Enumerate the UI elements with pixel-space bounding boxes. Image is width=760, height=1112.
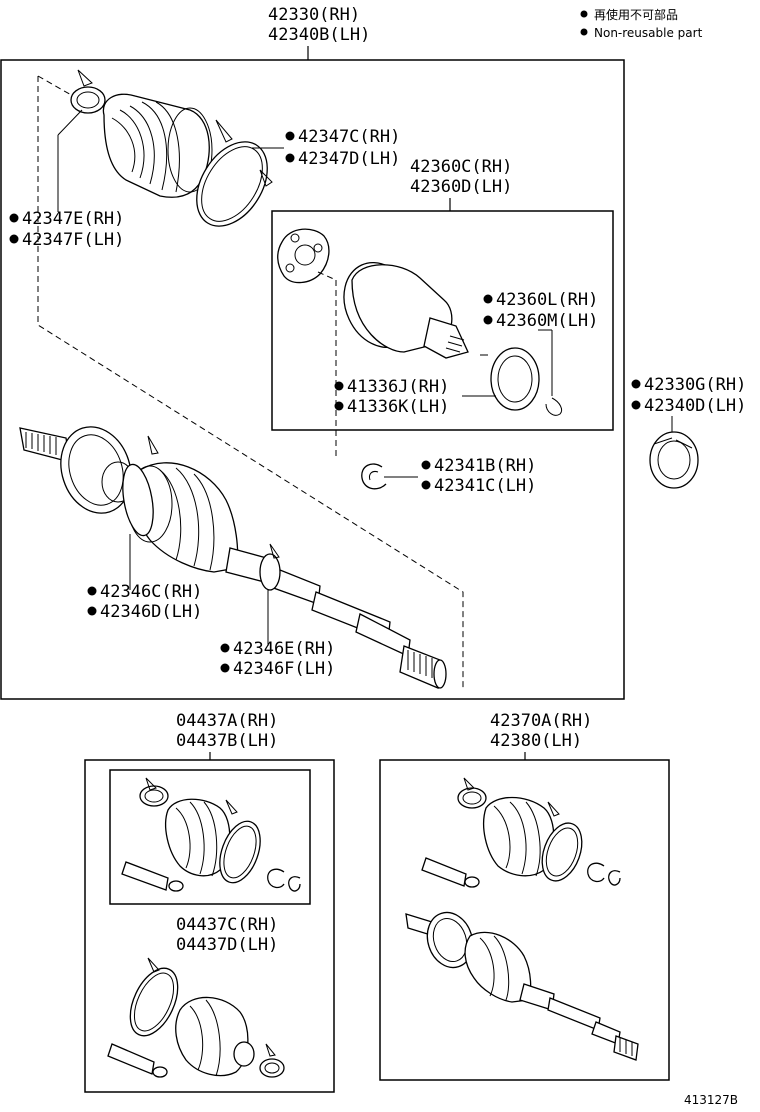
tripod-joint-icon[interactable] [277, 228, 330, 284]
label-42340d[interactable]: 42340D(LH) [644, 396, 746, 416]
label-kit-04437d[interactable]: 04437D(LH) [176, 935, 278, 955]
inner-joint-frame [271, 210, 614, 431]
clamp-42347c-icon[interactable] [182, 119, 282, 239]
label-kit-42370a[interactable]: 42370A(RH) [490, 711, 592, 731]
label-42360c[interactable]: 42360C(RH) [410, 157, 512, 177]
kit-04437-frame [84, 759, 335, 1093]
kit-04437a-parts-icon[interactable] [121, 777, 301, 892]
label-kit-04437c[interactable]: 04437C(RH) [176, 915, 278, 935]
label-42360l[interactable]: 42360L(RH) [496, 290, 598, 310]
assembly-dashed-outline [37, 76, 464, 688]
kit-04437c-parts-icon[interactable] [107, 957, 285, 1078]
kit-42370a-parts-icon[interactable] [405, 777, 639, 1061]
label-42347f[interactable]: 42347F(LH) [22, 230, 124, 250]
legend: 再使用不可部品 Non-reusable part [580, 7, 703, 40]
label-41336k[interactable]: 41336K(LH) [347, 397, 449, 417]
main-assembly-label-rh[interactable]: 42330(RH) [268, 5, 360, 25]
diagram-code: 413127B [684, 1093, 738, 1107]
label-42346c[interactable]: 42346C(RH) [100, 582, 202, 602]
legend-en-text: Non-reusable part [594, 26, 703, 40]
label-42346f[interactable]: 42346F(LH) [233, 659, 335, 679]
inner-joint-housing-icon[interactable] [331, 251, 469, 359]
inner-boot-icon[interactable] [102, 93, 213, 198]
outer-joint-shaft-icon[interactable] [19, 418, 447, 689]
clamp-42347e-icon[interactable] [70, 69, 106, 114]
clamp-42346e-icon[interactable] [259, 543, 281, 591]
label-42347e[interactable]: 42347E(RH) [22, 209, 124, 229]
main-assembly-label-lh[interactable]: 42340B(LH) [268, 25, 370, 45]
label-42360m[interactable]: 42360M(LH) [496, 311, 598, 331]
label-42330g[interactable]: 42330G(RH) [644, 375, 746, 395]
legend-dot-icon [580, 28, 588, 36]
label-kit-42380[interactable]: 42380(LH) [490, 731, 582, 751]
clamp-42346c-icon[interactable] [118, 435, 159, 538]
kit-42370a-frame [379, 759, 670, 1081]
label-kit-04437b[interactable]: 04437B(LH) [176, 731, 278, 751]
legend-jp-text: 再使用不可部品 [594, 7, 678, 22]
label-42347c[interactable]: 42347C(RH) [298, 127, 400, 147]
label-kit-04437a[interactable]: 04437A(RH) [176, 711, 278, 731]
label-42346d[interactable]: 42346D(LH) [100, 602, 202, 622]
label-42341b[interactable]: 42341B(RH) [434, 456, 536, 476]
label-42347d[interactable]: 42347D(LH) [298, 149, 400, 169]
bearing-42330g-icon[interactable] [649, 431, 699, 489]
label-42360d[interactable]: 42360D(LH) [410, 177, 512, 197]
snap-ring-42341b-icon[interactable] [361, 463, 387, 490]
label-42346e[interactable]: 42346E(RH) [233, 639, 335, 659]
kit-04437a-inner-frame [109, 769, 311, 905]
dust-seal-icon[interactable] [490, 347, 540, 411]
legend-dot-icon [580, 10, 588, 18]
label-42341c[interactable]: 42341C(LH) [434, 476, 536, 496]
label-41336j[interactable]: 41336J(RH) [347, 377, 449, 397]
main-assembly-frame [0, 59, 625, 700]
